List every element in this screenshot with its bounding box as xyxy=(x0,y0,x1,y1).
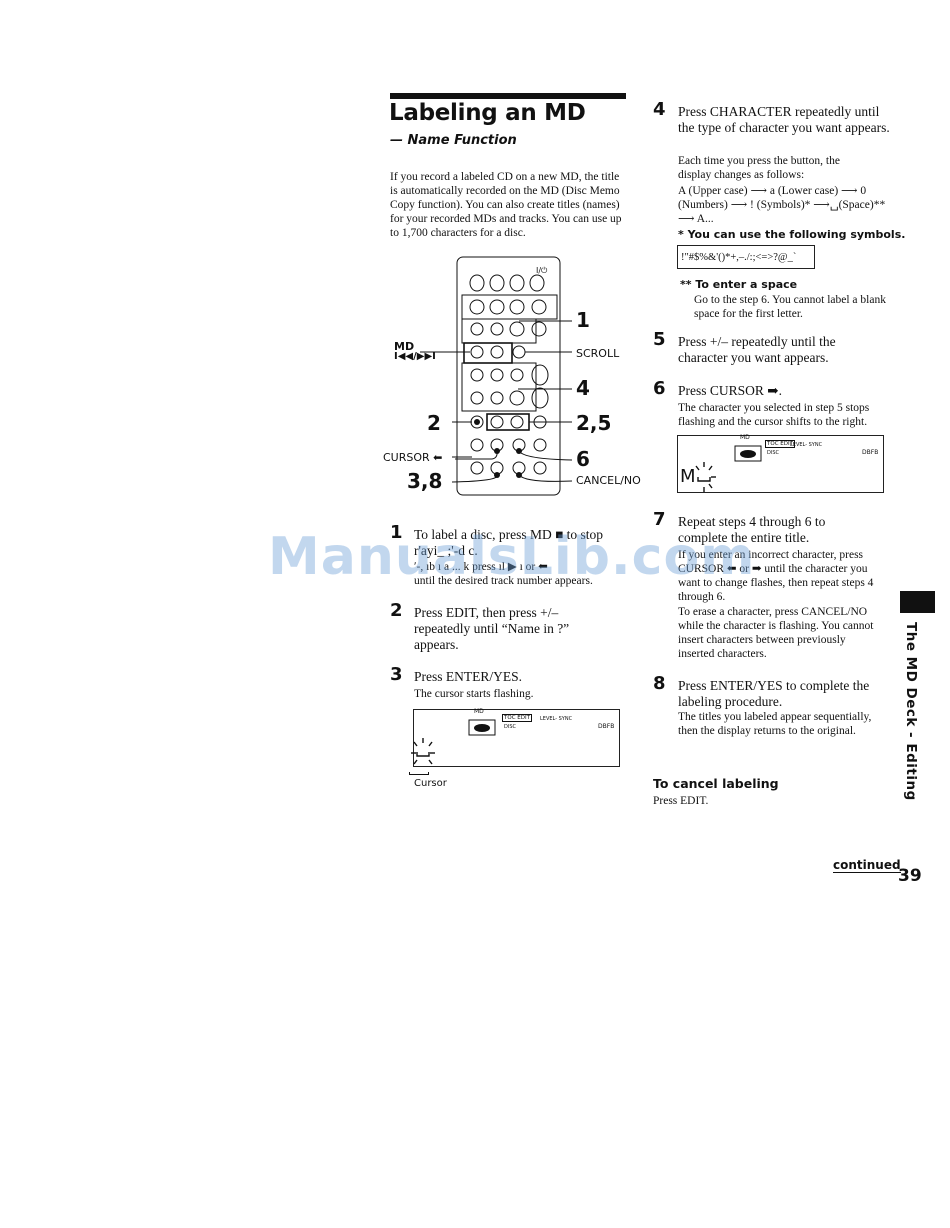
step-5-number: 5 xyxy=(653,329,666,350)
level-sync-indicator: LEVEL- SYNC xyxy=(540,716,573,722)
level-sync-indicator: LEVEL- SYNC xyxy=(790,442,823,448)
page-subtitle: — Name Function xyxy=(390,133,517,148)
step-1-text: To label a disc, press MD ■ to stop xyxy=(414,527,604,542)
disc-indicator: DISC xyxy=(767,450,779,456)
step-6-text: Press CURSOR ➡. xyxy=(678,383,782,398)
page-number: 39 xyxy=(898,866,922,886)
power-icon: I/⏻ xyxy=(536,266,548,275)
lcd-char-m: M xyxy=(680,466,696,487)
symbols-note: * You can use the following symbols. xyxy=(678,228,906,241)
step-4-number: 4 xyxy=(653,99,666,120)
flashing-cursor-icon xyxy=(411,738,435,765)
disc-indicator: DISC xyxy=(504,724,516,730)
cursor-bracket xyxy=(409,772,429,775)
flashing-cursor-icon xyxy=(695,462,716,492)
step-3-text: Press ENTER/YES. xyxy=(414,669,522,684)
watermark: ManualsLib.com xyxy=(268,527,756,587)
step-8-text: Press ENTER/YES to complete the labeling… xyxy=(678,678,870,709)
step-1-garbled-b: ʹ-, ıb ı a ... k press ıl ▶ ı or ⬅ xyxy=(414,561,548,573)
step-6-subtext: The character you selected in step 5 sto… xyxy=(678,402,870,428)
dbfb-indicator: DBFB xyxy=(598,723,615,730)
cancel-no-label: CANCEL/NO xyxy=(576,474,641,487)
section-tab-label: The MD Deck - Editing xyxy=(903,622,919,801)
step-8-subtext: The titles you labeled appear sequential… xyxy=(678,711,872,737)
step-1-subtext: until the desired track number appears. xyxy=(414,575,593,587)
symbols-list: !"#$%&'()*+,–./:;<=>?@_` xyxy=(677,245,815,269)
step-7-sub1: If you enter an incorrect character, pre… xyxy=(678,549,874,603)
disc-icon xyxy=(468,719,496,736)
continued-label: continued xyxy=(833,858,901,873)
callout-3-8: 3,8 xyxy=(407,469,443,493)
cancel-heading: To cancel labeling xyxy=(653,776,779,791)
remote-illustration xyxy=(420,256,573,496)
step-2-number: 2 xyxy=(390,600,403,621)
space-note-text: Go to the step 6. You cannot label a bla… xyxy=(694,294,886,320)
step-5-text: Press +/– repeatedly until the character… xyxy=(678,334,836,365)
space-note-heading: ** To enter a space xyxy=(680,278,798,291)
callout-1: 1 xyxy=(576,308,590,332)
step-6-number: 6 xyxy=(653,378,666,399)
step-8-number: 8 xyxy=(653,673,666,694)
cursor-left-label: CURSOR ⬅ xyxy=(383,451,443,464)
toc-edit-indicator: TOC EDIT xyxy=(502,714,532,722)
step-4-sub2: A (Upper case) ⟶ a (Lower case) ⟶ 0 (Num… xyxy=(678,185,886,225)
callout-4: 4 xyxy=(576,376,590,400)
step-7-text: Repeat steps 4 through 6 to complete the… xyxy=(678,514,826,545)
step-1-number: 1 xyxy=(390,522,403,543)
section-tab-marker xyxy=(900,591,935,613)
step-7-sub2: To erase a character, press CANCEL/NO wh… xyxy=(678,606,874,660)
step-7-number: 7 xyxy=(653,509,666,530)
cancel-text: Press EDIT. xyxy=(653,795,709,807)
scroll-label: SCROLL xyxy=(576,347,620,360)
step-4-text: Press CHARACTER repeatedly until the typ… xyxy=(678,104,890,135)
callout-6: 6 xyxy=(576,447,590,471)
page-title: Labeling an MD xyxy=(389,100,586,126)
md-label: MD xyxy=(394,340,415,353)
lcd-display-step6: MD TOC EDIT DISC LEVEL- SYNC DBFB M xyxy=(677,434,884,493)
intro-paragraph: If you record a labeled CD on a new MD, … xyxy=(390,171,622,239)
step-3-subtext: The cursor starts flashing. xyxy=(414,688,534,700)
callout-2: 2 xyxy=(427,411,441,435)
title-rule xyxy=(390,93,626,99)
disc-icon xyxy=(734,445,762,462)
md-indicator: MD xyxy=(740,434,750,441)
step-3-number: 3 xyxy=(390,664,403,685)
lcd-display-step3: MD TOC EDIT DISC LEVEL- SYNC DBFB xyxy=(411,708,620,767)
cursor-caption: Cursor xyxy=(414,778,447,789)
md-keys-label: I◀◀/▶▶I xyxy=(394,351,436,362)
dbfb-indicator: DBFB xyxy=(862,449,879,456)
callout-2-5: 2,5 xyxy=(576,411,612,435)
toc-edit-indicator: TOC EDIT xyxy=(765,440,795,448)
step-2-text: Press EDIT, then press +/– repeatedly un… xyxy=(414,605,570,652)
step-4-sub1: Each time you press the button, the disp… xyxy=(678,155,840,181)
md-indicator: MD xyxy=(474,708,484,715)
step-1-garbled-a: r'ayi_ ;'-d c. xyxy=(414,543,478,558)
